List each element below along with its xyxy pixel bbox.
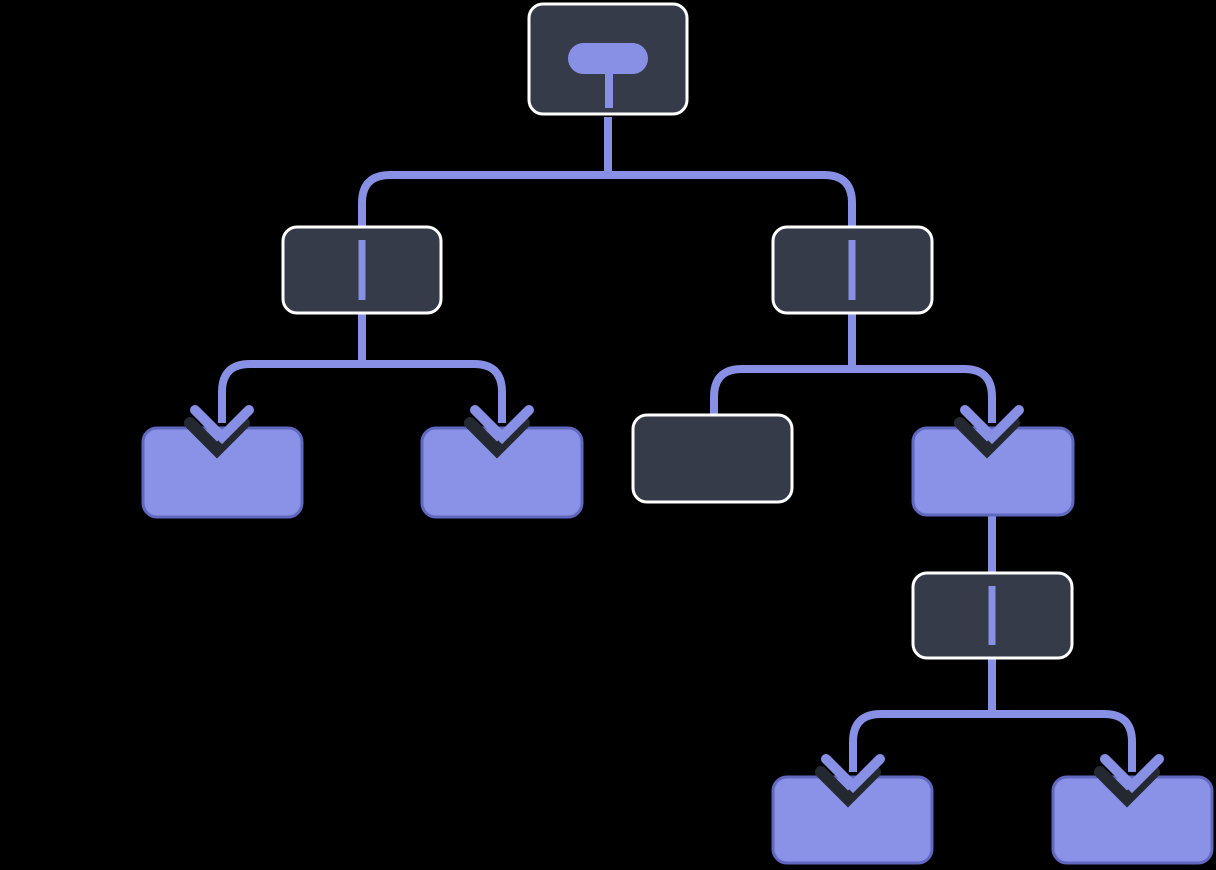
node-leaf-a[interactable] (141, 426, 304, 519)
arrow-leaf-g-chevron-icon (1100, 754, 1164, 794)
arrow-leaf-b-chevron-icon (470, 405, 534, 445)
node-purple-mid[interactable] (911, 426, 1075, 517)
node-dark-leaf[interactable] (631, 413, 794, 504)
node-leaf-g[interactable] (1051, 775, 1214, 865)
edge-left-branch (218, 360, 506, 423)
arrow-purple-mid-shadow-icon (954, 417, 1020, 459)
arrow-leaf-f-chevron-icon (821, 754, 885, 794)
arrow-purple-mid-chevron-icon (960, 405, 1024, 445)
arrow-leaf-a-shadow-icon (184, 417, 250, 459)
edge-level1-branch (358, 171, 856, 227)
arrow-leaf-b-shadow-icon (464, 417, 530, 459)
edge-bottom-branch (849, 710, 1136, 772)
node-branch-right-connector-bar-icon (848, 240, 856, 300)
node-branch-bottom-connector-bar-icon (988, 586, 996, 645)
root-pill-stem-icon (605, 72, 613, 108)
arrow-leaf-g-shadow-icon (1094, 766, 1160, 808)
node-leaf-f[interactable] (771, 775, 934, 865)
root-pill-icon (568, 43, 648, 74)
arrow-leaf-a-chevron-icon (190, 405, 254, 445)
node-leaf-b[interactable] (420, 426, 584, 519)
node-branch-left-connector-bar-icon (358, 240, 366, 300)
arrow-leaf-f-shadow-icon (815, 766, 881, 808)
edge-right-branch (710, 365, 996, 423)
